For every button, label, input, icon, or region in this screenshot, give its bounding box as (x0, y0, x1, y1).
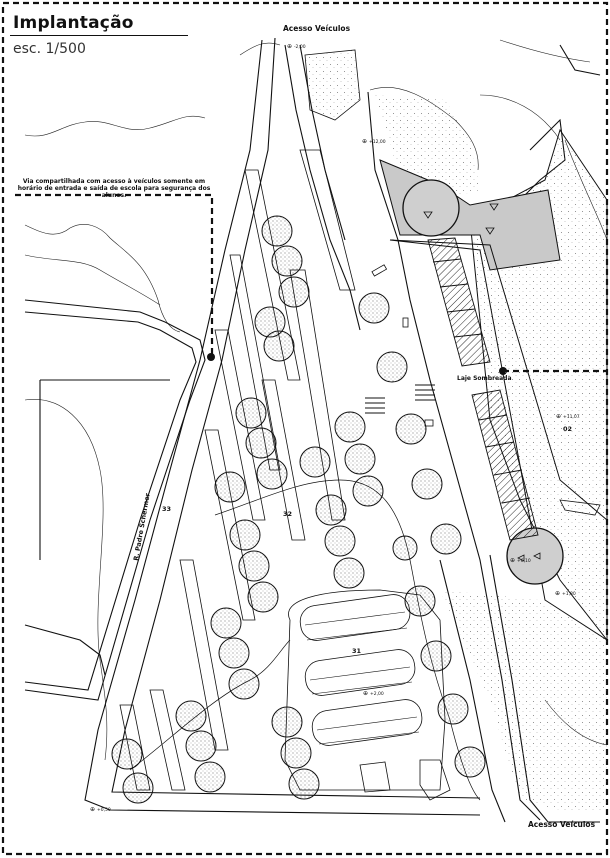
block-31-label: 31 (352, 647, 362, 655)
scale-label: esc. 1/500 (13, 41, 86, 57)
level-marker: +0,50 (90, 806, 111, 813)
level-marker: -2,00 (287, 43, 306, 50)
vehicle-access-bottom-label: Acesso Veículos (528, 820, 596, 829)
trees (111, 215, 486, 804)
level-marker: +6,10 (510, 557, 531, 564)
laje-sombreada-label: Laje Sombreada (457, 375, 512, 382)
level-marker: +12,00 (362, 138, 386, 145)
green-area-southeast (440, 590, 607, 810)
shared-road-note: Via compartilhada com acesso à veículos … (17, 178, 211, 199)
level-marker: +11,07 (556, 413, 580, 420)
shared-access-boundary (15, 193, 214, 355)
crosswalks (365, 384, 435, 414)
level-marker: +1,80 (555, 590, 576, 597)
block-33-label: 33 (162, 505, 172, 513)
parking-stalls (304, 611, 420, 745)
block-32-label: 32 (283, 510, 293, 518)
page-title: Implantação (13, 13, 134, 33)
access-point-marker (207, 353, 215, 361)
round-pavilion-north (402, 179, 460, 237)
title-underline (10, 35, 188, 36)
vehicle-access-top-label: Acesso Veículos (283, 24, 351, 33)
level-marker: +2,00 (363, 690, 384, 697)
solar-strip-north (427, 237, 491, 367)
solar-strip-south (471, 389, 539, 541)
block-02-label: 02 (563, 425, 573, 433)
footpath (214, 479, 481, 801)
